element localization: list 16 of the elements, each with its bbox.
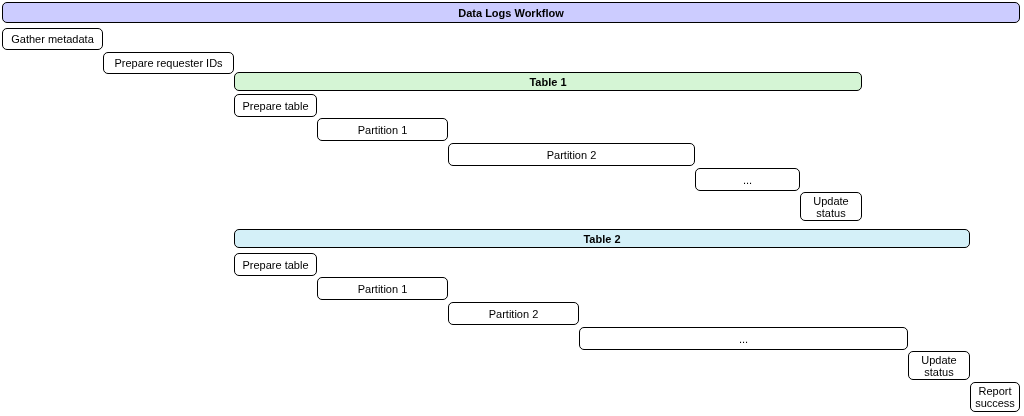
- task-bar: Partition 2: [448, 143, 695, 166]
- task-bar: Update status: [908, 351, 970, 380]
- task-bar: Partition 1: [317, 277, 448, 300]
- task-bar: Prepare table: [234, 253, 317, 276]
- task-bar: Update status: [800, 192, 862, 221]
- task-bar: Gather metadata: [2, 28, 103, 50]
- task-bar: Partition 1: [317, 118, 448, 141]
- group-bar: Table 1: [234, 72, 862, 91]
- task-bar: ...: [579, 327, 908, 350]
- task-bar: Report success: [970, 382, 1020, 412]
- task-bar: Partition 2: [448, 302, 579, 325]
- task-bar: Prepare table: [234, 94, 317, 117]
- task-bar: ...: [695, 168, 800, 191]
- task-bar: Prepare requester IDs: [103, 52, 234, 74]
- group-bar: Table 2: [234, 229, 970, 248]
- title-bar: Data Logs Workflow: [2, 2, 1020, 23]
